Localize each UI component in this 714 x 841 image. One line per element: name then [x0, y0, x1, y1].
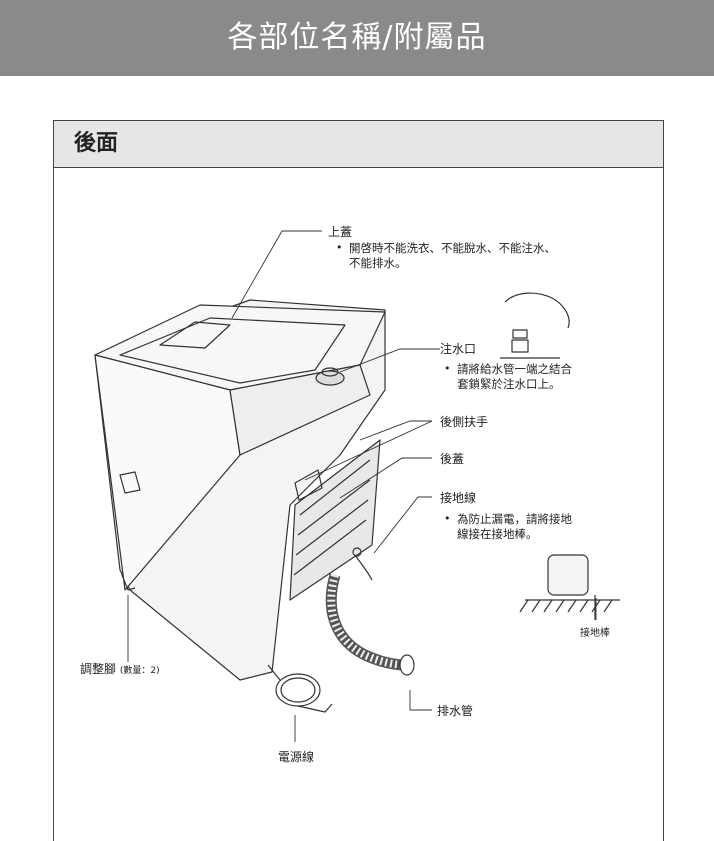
bullet-icon: •: [444, 362, 451, 375]
top-lid-label: 上蓋: [328, 225, 353, 239]
rear-cover-label: 後蓋: [440, 452, 465, 466]
rear-handle-label: 後側扶手: [440, 415, 489, 429]
rear-view-panel: 後面: [53, 120, 664, 841]
ground-wire-note: 為防止漏電，請將接地 線接在接地棒。: [457, 512, 572, 541]
bullet-icon: •: [444, 512, 451, 525]
page-banner: 各部位名稱/附屬品: [0, 0, 714, 76]
adjust-feet-label: 調整腳 (數量：2): [80, 662, 160, 676]
section-title: 後面: [54, 121, 663, 168]
ground-wire-label: 接地線: [440, 491, 477, 505]
top-lid-note: 開啓時不能洗衣、不能脫水、不能注水、 不能排水。: [349, 241, 556, 270]
bullet-icon: •: [336, 241, 343, 254]
power-cord-label: 電源線: [278, 750, 315, 764]
water-inlet-note: 請將給水管一端之結合 套鎖緊於注水口上。: [457, 362, 572, 391]
drain-hose-label: 排水管: [437, 704, 474, 718]
page-title: 各部位名稱/附屬品: [227, 20, 487, 55]
ground-rod-label: 接地棒: [580, 628, 610, 639]
water-inlet-label: 注水口: [440, 342, 477, 356]
